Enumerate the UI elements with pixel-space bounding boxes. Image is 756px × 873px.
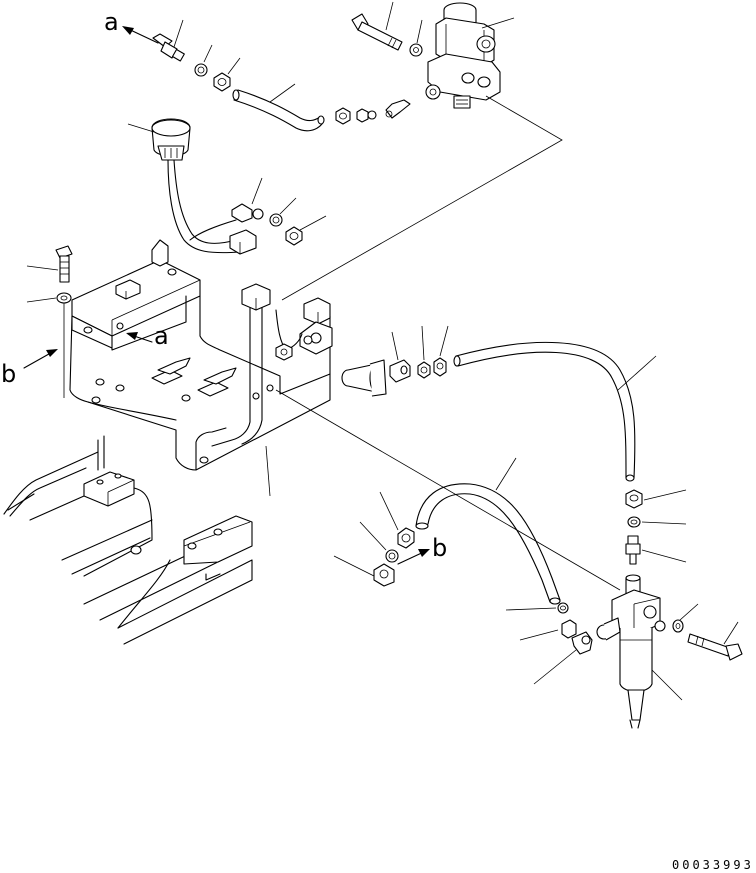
adapter-fitting-mid — [389, 359, 411, 383]
leader-line — [481, 17, 515, 29]
nut-lower-2 — [385, 549, 399, 563]
assembly-line-top — [281, 95, 563, 301]
leader-line — [127, 123, 155, 133]
sleeve-lower — [557, 602, 569, 614]
view-marker-a-mid: a — [126, 322, 169, 350]
washer-left — [56, 292, 72, 304]
horn-wire-2 — [173, 159, 237, 244]
nut-small-top — [194, 63, 208, 77]
elbow-lower — [571, 631, 593, 655]
leader-line — [416, 19, 423, 44]
leader-line — [519, 629, 559, 641]
connector — [229, 229, 257, 255]
leader-line — [643, 489, 687, 501]
elbow-fitting-lower — [373, 563, 395, 587]
bolt-lower — [687, 633, 743, 661]
leader-line — [26, 265, 59, 271]
leader-line — [227, 57, 241, 75]
hose-right — [453, 341, 636, 482]
adapter-lower — [561, 619, 577, 639]
assembly-line-mid — [275, 389, 621, 591]
leader-line — [391, 331, 399, 361]
nut-row-top — [335, 99, 411, 125]
nut-right-1 — [625, 489, 643, 509]
nut-lower-1 — [397, 527, 415, 549]
leader-line — [251, 177, 263, 205]
nut-mid-2 — [285, 226, 303, 246]
leader-line — [651, 669, 683, 701]
valve-lower — [596, 574, 666, 729]
arrowhead-b-left — [46, 349, 58, 357]
leader-line — [617, 355, 657, 391]
leader-line — [203, 44, 213, 63]
leader-line — [723, 621, 739, 645]
nut-mid-1 — [269, 213, 283, 227]
leader-line — [379, 491, 399, 531]
arrowhead-a-mid — [126, 332, 138, 340]
leader-line — [333, 555, 375, 577]
arrowhead-a-top — [122, 26, 134, 35]
leader-line — [421, 325, 425, 361]
leader-line — [385, 1, 394, 31]
view-letter-a-top: a — [104, 8, 119, 36]
leader-line — [359, 521, 387, 551]
connector-right — [625, 535, 641, 565]
horn — [151, 118, 191, 161]
leader-line — [495, 457, 517, 491]
view-marker-a-top: a — [104, 8, 159, 44]
leader-line — [299, 215, 327, 231]
washer-lower — [672, 619, 684, 633]
frame — [3, 435, 253, 645]
washer-top — [409, 43, 423, 57]
leader-line — [439, 325, 449, 357]
leader-line — [533, 649, 577, 685]
leader-line — [641, 549, 687, 563]
straight-fitting-top — [152, 33, 185, 62]
leader-line — [265, 445, 271, 497]
bracket-plate — [69, 239, 333, 471]
bolt-left — [55, 245, 73, 283]
horn-wire-1 — [167, 159, 241, 254]
hose-lower — [415, 483, 561, 605]
leader-line — [679, 603, 699, 621]
leader-line — [269, 83, 296, 103]
leader-line — [505, 607, 557, 611]
arrowhead-b-right — [418, 549, 430, 557]
view-letter-a-mid: a — [154, 322, 169, 350]
leader-line — [173, 19, 184, 48]
leader-line — [279, 197, 297, 215]
solenoid-valve-top — [425, 2, 501, 109]
horn-wire-3 — [189, 219, 237, 241]
view-marker-b-left: b — [1, 349, 58, 388]
nut-mid-3 — [417, 361, 431, 379]
leader-line — [641, 521, 687, 525]
sleeve-right — [627, 516, 641, 528]
bolt-top — [351, 13, 403, 51]
tee-fitting — [341, 359, 387, 397]
drawing-number: 00033993 — [672, 858, 754, 872]
leader-line — [26, 297, 57, 303]
hose-top — [232, 89, 325, 132]
view-letter-b-left: b — [1, 360, 16, 388]
elbow-fitting-mid — [231, 203, 264, 223]
view-letter-b-right: b — [432, 534, 447, 562]
hex-nut-top — [213, 72, 231, 92]
nut-mid-4 — [433, 357, 447, 377]
view-marker-b-right: b — [397, 534, 447, 565]
